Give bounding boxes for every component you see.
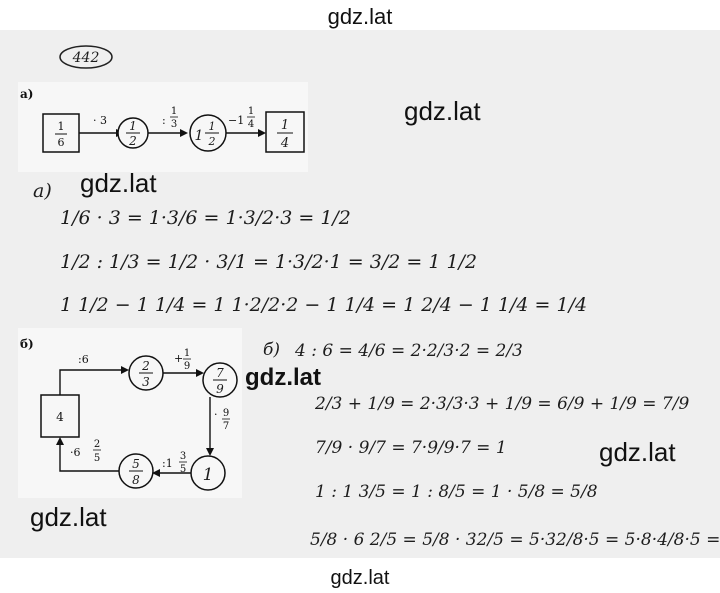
op-b-r2-den: 7 xyxy=(223,421,229,432)
circle-a1-num: 1 xyxy=(129,119,137,133)
diagram-b-label: б) xyxy=(20,337,34,351)
problem-number: 442 xyxy=(72,50,100,66)
op-b-bot-prefix: :1 xyxy=(162,457,173,470)
op-b-left-prefix: ·6 xyxy=(70,446,81,459)
start-box-a xyxy=(42,113,80,153)
solution-a-line3: 1 1/2 − 1 1/4 = 1 1·2/2·2 − 1 1/4 = 1 2/… xyxy=(60,294,587,316)
problem-number-oval xyxy=(59,45,113,69)
start-den: 6 xyxy=(58,136,65,149)
op-a3-den: 4 xyxy=(248,119,254,130)
solution-b-line4: 1 : 1 3/5 = 1 : 8/5 = 1 · 5/8 = 5/8 xyxy=(315,482,598,502)
c2-num: 7 xyxy=(216,366,224,380)
circle-a2-num: 1 xyxy=(209,120,216,133)
end-den: 4 xyxy=(280,136,289,151)
box-b-value: 4 xyxy=(56,410,64,424)
end-box-a xyxy=(265,111,305,153)
diagram-a-label: а) xyxy=(20,87,33,101)
op-a2-den: 3 xyxy=(171,119,177,130)
op-a2-num: 1 xyxy=(171,106,177,117)
arrow-b1 xyxy=(59,369,121,395)
c3-value: 1 xyxy=(203,465,214,485)
watermark-left-lower: gdz.lat xyxy=(30,502,107,532)
watermark-right-lower: gdz.lat xyxy=(599,437,676,467)
solution-b-line1: 4 : 6 = 4/6 = 2·2/3·2 = 2/3 xyxy=(294,341,523,361)
circle-a2-whole: 1 xyxy=(195,128,204,144)
watermark-bottom: gdz.lat xyxy=(330,567,390,589)
op-b-r1-den: 9 xyxy=(184,361,190,372)
end-num: 1 xyxy=(281,118,289,133)
op-b-bot-den: 5 xyxy=(180,464,186,475)
solution-b-line5: 5/8 · 6 2/5 = 5/8 · 32/5 = 5·32/8·5 = 5·… xyxy=(310,530,720,550)
solution-a-line2: 1/2 : 1/3 = 1/2 · 3/1 = 1·3/2·1 = 3/2 = … xyxy=(60,251,477,273)
op-a2-prefix: : xyxy=(162,114,166,127)
solution-b-label: б) xyxy=(263,340,280,360)
op-b-r1-num: 1 xyxy=(184,348,190,359)
op-b-r2-prefix: · xyxy=(214,408,218,421)
start-num: 1 xyxy=(58,120,65,133)
solution-b-line2: 2/3 + 1/9 = 2·3/3·3 + 1/9 = 6/9 + 1/9 = … xyxy=(314,394,689,414)
op-b-r1-prefix: + xyxy=(174,352,183,365)
watermark-top: gdz.lat xyxy=(327,4,393,29)
op-b-top: :6 xyxy=(78,353,89,366)
op-a3-prefix: −1 xyxy=(228,114,244,127)
c4-den: 8 xyxy=(132,473,140,487)
watermark-center: gdz.lat xyxy=(245,364,321,391)
solution-b-line3: 7/9 · 9/7 = 7·9/9·7 = 1 xyxy=(315,438,507,458)
solution-a-label: а) xyxy=(33,180,52,202)
c2-den: 9 xyxy=(216,382,224,396)
arrow-b5 xyxy=(59,445,119,472)
circle-a2-den: 2 xyxy=(208,135,216,148)
solution-a-line1: 1/6 · 3 = 1·3/6 = 1·3/2·3 = 1/2 xyxy=(60,207,351,229)
op-b-r2-num: 9 xyxy=(223,408,229,419)
watermark-right-upper: gdz.lat xyxy=(404,96,481,126)
watermark-left-upper: gdz.lat xyxy=(80,168,157,198)
op-b-left-den: 5 xyxy=(94,453,100,464)
op-b-bot-num: 3 xyxy=(180,451,186,462)
op-a3-num: 1 xyxy=(248,106,254,117)
c1-den: 3 xyxy=(142,375,150,389)
circle-a1-den: 2 xyxy=(128,134,137,148)
op-b-left-num: 2 xyxy=(94,439,100,450)
op-a1: · 3 xyxy=(93,114,107,127)
c1-num: 2 xyxy=(141,359,150,373)
c4-num: 5 xyxy=(132,457,140,471)
